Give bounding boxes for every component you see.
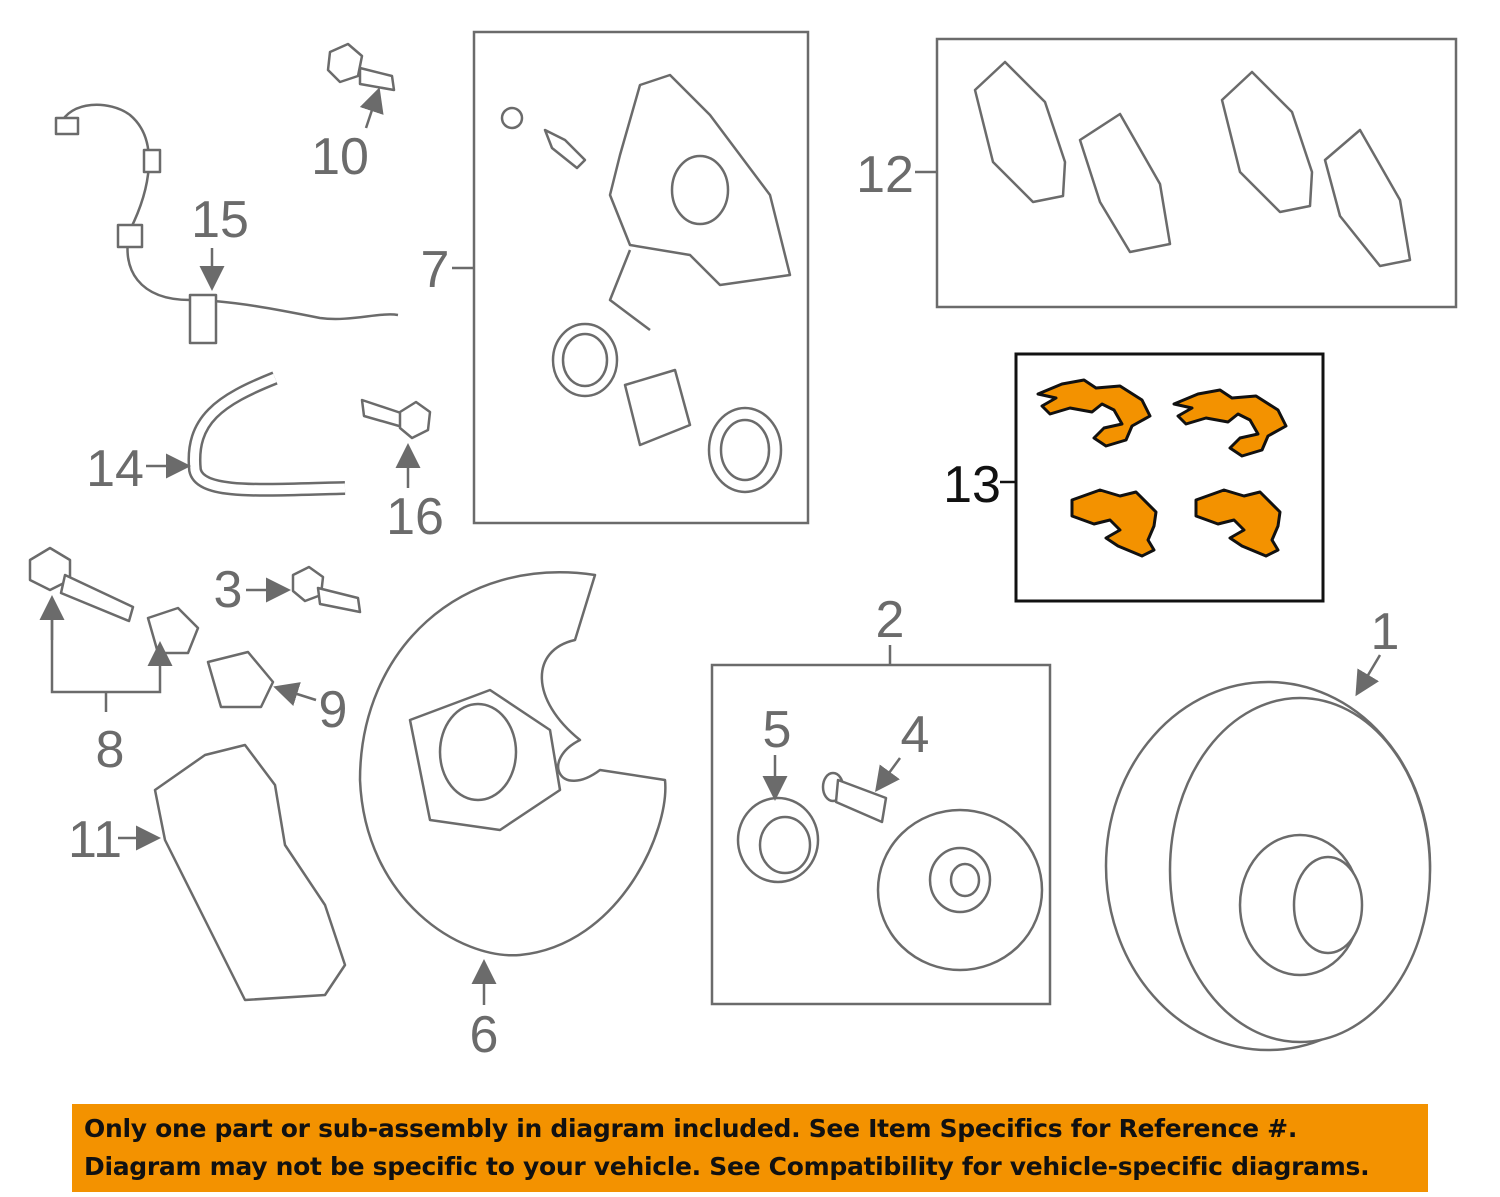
bearing-5 bbox=[736, 796, 820, 884]
callout-11: 11 bbox=[68, 811, 122, 869]
callout-4: 4 bbox=[900, 706, 930, 764]
brake-rotor-1 bbox=[1104, 680, 1432, 1052]
hub-assembly bbox=[876, 808, 1044, 972]
bolt-10 bbox=[326, 42, 396, 92]
guide-pin-8 bbox=[28, 546, 200, 655]
callout-13: 13 bbox=[943, 456, 1001, 514]
callout-3: 3 bbox=[213, 561, 243, 619]
abs-sensor-wire-15 bbox=[58, 103, 399, 321]
callout-6: 6 bbox=[469, 1006, 499, 1064]
group-box-13 bbox=[1014, 352, 1325, 603]
disclaimer-line-1: Only one part or sub-assembly in diagram… bbox=[84, 1114, 1298, 1143]
callout-5: 5 bbox=[762, 701, 792, 759]
brake-pads-12 bbox=[973, 60, 1412, 268]
hub-bolt-4 bbox=[821, 771, 888, 824]
callout-2: 2 bbox=[875, 591, 905, 649]
bushing-9 bbox=[206, 650, 275, 709]
callout-8: 8 bbox=[95, 721, 125, 779]
disclaimer-line-2: Diagram may not be specific to your vehi… bbox=[84, 1152, 1370, 1181]
bolt-3 bbox=[291, 565, 362, 614]
bolt-16 bbox=[360, 398, 432, 440]
callout-16: 16 bbox=[386, 488, 444, 546]
pad-clips-13 bbox=[1036, 378, 1288, 558]
caliper-7 bbox=[500, 73, 792, 494]
group-box-7 bbox=[472, 30, 810, 525]
leader-lines bbox=[39, 87, 1382, 1005]
callout-14: 14 bbox=[86, 440, 144, 498]
disclaimer-banner: Only one part or sub-assembly in diagram… bbox=[72, 1104, 1428, 1192]
callout-12: 12 bbox=[856, 146, 914, 204]
callout-7: 7 bbox=[420, 241, 450, 299]
callout-9: 9 bbox=[318, 681, 348, 739]
callout-10: 10 bbox=[311, 128, 369, 186]
callout-1: 1 bbox=[1370, 603, 1400, 661]
callout-15: 15 bbox=[191, 191, 249, 249]
caliper-bracket-11 bbox=[153, 743, 347, 1002]
group-box-2 bbox=[710, 663, 1052, 1006]
brake-hose-14 bbox=[187, 371, 346, 497]
